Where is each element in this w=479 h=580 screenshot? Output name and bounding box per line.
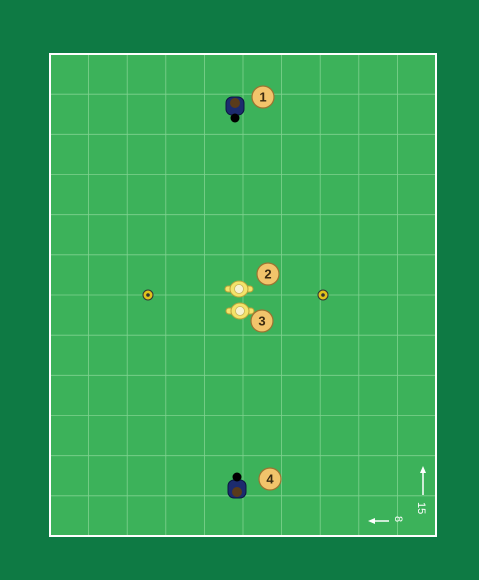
cone-marker [318, 290, 328, 300]
player-head [235, 285, 244, 294]
player-number-badge: 1 [252, 86, 274, 108]
ball-icon [233, 473, 242, 482]
cone-marker [143, 290, 153, 300]
player-number-badge: 3 [251, 310, 273, 332]
player-head [236, 307, 245, 316]
player-number-badge: 4 [259, 468, 281, 490]
scale-length-label: 15 [415, 502, 427, 514]
ball-icon [231, 114, 240, 123]
player-head [230, 98, 240, 108]
player-number: 1 [259, 90, 266, 105]
player-number: 2 [264, 267, 271, 282]
player-head [232, 487, 242, 497]
scale-width-label: 8 [392, 516, 404, 522]
player-number: 3 [258, 314, 265, 329]
player-number: 4 [266, 472, 274, 487]
player-number-badge: 2 [257, 263, 279, 285]
